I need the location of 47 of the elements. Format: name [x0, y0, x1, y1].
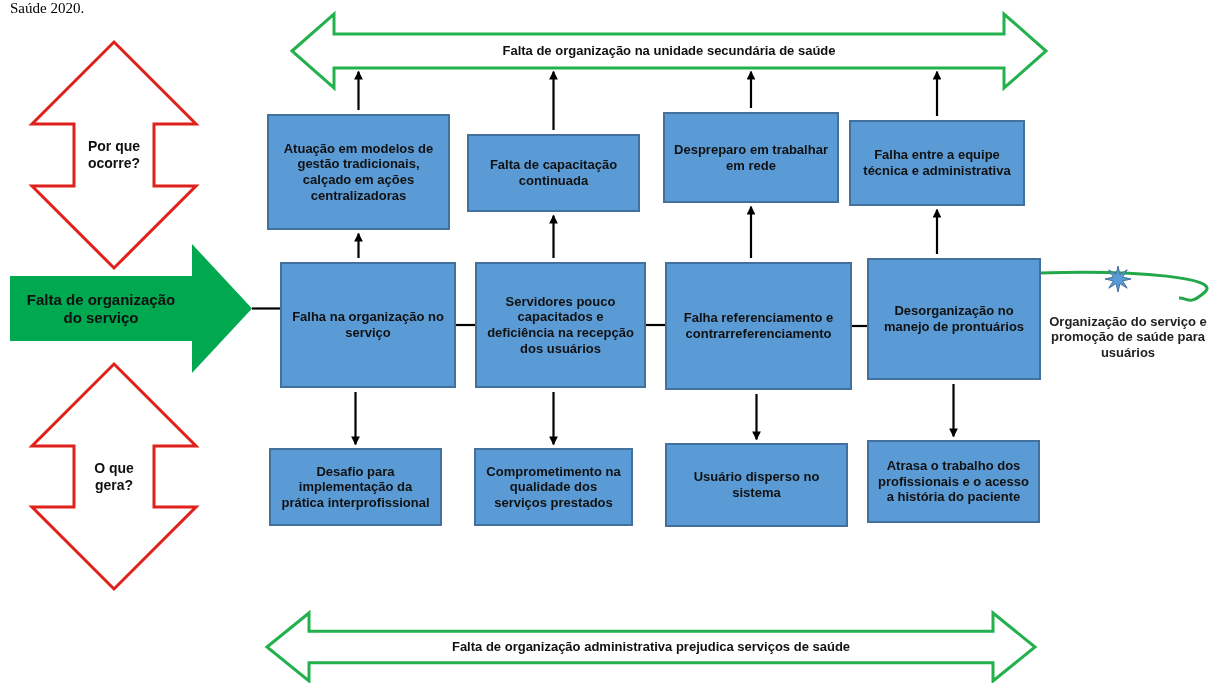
process-box	[665, 443, 848, 527]
box-label: Desafio para implementação da prática interprofissional	[280, 463, 431, 511]
box-label: Falha referenciamento e contrarreferenciamento	[682, 310, 835, 342]
arrow	[549, 392, 558, 446]
process-box	[269, 448, 442, 526]
process-box	[663, 112, 839, 203]
arrow	[354, 232, 363, 258]
arrow	[746, 205, 756, 258]
arrow-label: Falta de organização administrativa prejudica serviços de saúde	[451, 639, 851, 655]
caption: Saúde 2020.	[10, 0, 85, 17]
pointed-banner	[10, 244, 252, 373]
box-label: Comprometimento na qualidade dos serviços prestados	[485, 463, 622, 511]
process-box	[280, 262, 456, 388]
process-box	[849, 120, 1025, 206]
arrow	[746, 70, 756, 108]
connector-line	[852, 324, 867, 328]
box-label: Falta de capacitação continuada	[488, 157, 619, 189]
arrow	[932, 208, 942, 254]
arrow	[354, 70, 363, 110]
process-box	[474, 448, 633, 526]
arrow	[932, 70, 942, 116]
process-box	[475, 262, 646, 388]
box-label: Servidores pouco capacitados e deficiência na recepção dos usuários	[486, 293, 635, 357]
arrow-label: Falta de organização na unidade secundária de saúde	[502, 43, 836, 59]
box-label: Despreparo em trabalhar em rede	[673, 141, 829, 174]
arrow	[549, 214, 558, 258]
arrow	[549, 70, 558, 130]
connector-line	[456, 323, 475, 327]
box-label: Usuário disperso no sistema	[692, 469, 821, 501]
process-box	[267, 114, 450, 230]
box-label: Atuação em modelos de gestão tradicionais, calçado em ações centralizadoras	[282, 140, 435, 204]
box-label: Falha na organização no serviço	[291, 309, 445, 341]
box-label: Falha entre a equipe técnica e administrativa	[862, 147, 1012, 179]
process-box	[665, 262, 852, 390]
connector-line	[252, 307, 280, 310]
arrow	[949, 384, 958, 438]
process-box	[867, 440, 1040, 523]
connector-line	[1040, 270, 1209, 302]
arrow	[351, 392, 360, 446]
arrow-label: Organização do serviço e promoção de saúde para usuários	[1048, 313, 1208, 361]
arrow	[752, 394, 761, 441]
process-box	[867, 258, 1041, 380]
arrow-label: Falta de organização do serviço	[25, 290, 177, 327]
box-label: Desorganização no manejo de prontuários	[882, 303, 1026, 335]
connector-line	[646, 323, 665, 327]
process-box	[467, 134, 640, 212]
box-label: Atrasa o trabalho dos profissionais e o acesso a história do paciente	[877, 458, 1030, 505]
